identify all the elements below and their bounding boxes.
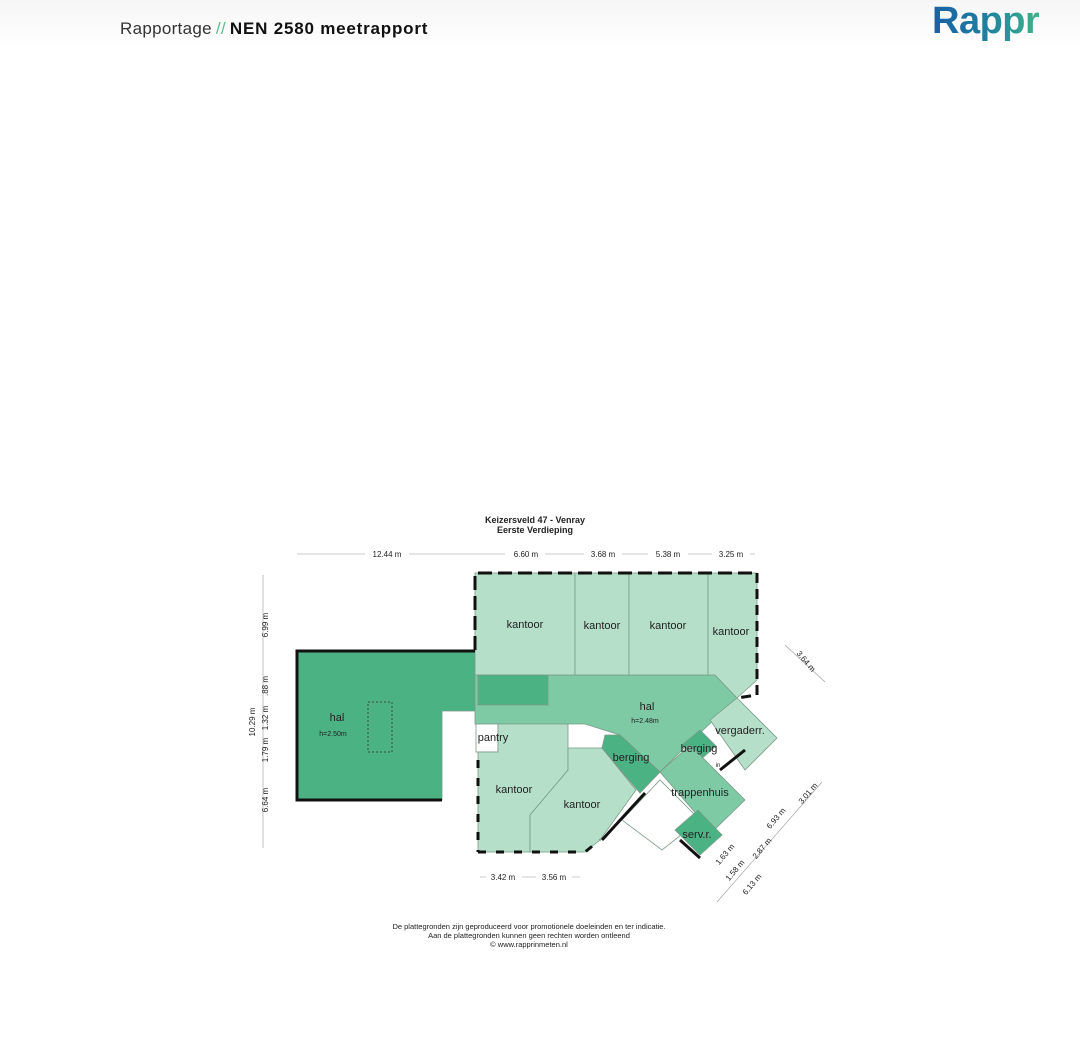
plan-subtitle: Eerste Verdieping xyxy=(497,525,573,535)
room-kantoor-2 xyxy=(574,572,630,676)
room-label-kantoor: kantoor xyxy=(496,784,533,796)
dim-left: 6.64 m xyxy=(261,787,270,812)
dim-right: 6.13 m xyxy=(741,872,764,897)
dim-right: 1.58 m xyxy=(724,858,747,883)
dim-right: 6.93 m xyxy=(765,806,788,831)
room-hal-left xyxy=(296,650,476,801)
room-kantoor-6 xyxy=(529,747,637,853)
plan-title: Keizersveld 47 - Venray xyxy=(485,515,585,525)
room-serv-r xyxy=(674,809,723,856)
report-header: Rapportage//NEN 2580 meetrapport Rappr xyxy=(0,0,1080,48)
room-label-vergaderr: vergaderr. xyxy=(715,725,765,737)
dim-top: 3.25 m xyxy=(719,550,744,559)
dim-right: 3.64 m xyxy=(795,649,818,674)
page-title: NEN 2580 meetrapport xyxy=(229,19,429,38)
dim-left: .88 m xyxy=(261,676,270,696)
room-label-trappenhuis: trappenhuis xyxy=(671,787,729,799)
breadcrumb: Rapportage//NEN 2580 meetrapport xyxy=(120,19,428,39)
room-label-kantoor: kantoor xyxy=(713,626,750,638)
dim-top: 3.68 m xyxy=(591,550,616,559)
room-kantoor-3 xyxy=(628,572,709,676)
breadcrumb-section[interactable]: Rapportage xyxy=(120,19,212,38)
room-label-hal: hal xyxy=(640,701,655,713)
dim-right: 3.01 m xyxy=(797,781,820,806)
room-label-hal: hal xyxy=(330,712,345,724)
disclaimer-line: Aan de plattegronden kunnen geen rechten… xyxy=(428,931,630,940)
disclaimer-line: © www.rapprinmeten.nl xyxy=(490,940,568,949)
room-label-kantoor: kantoor xyxy=(564,799,601,811)
room-label-kantoor: kantoor xyxy=(650,620,687,632)
dim-left: 1.79 m xyxy=(261,737,270,762)
room-label-kantoor: kantoor xyxy=(584,620,621,632)
room-berging xyxy=(601,734,661,794)
room-label-in: in xyxy=(716,763,721,769)
dim-top: 12.44 m xyxy=(373,550,402,559)
room-toilets xyxy=(477,674,549,706)
disclaimer-line: De plattegronden zijn geproduceerd voor … xyxy=(392,922,665,931)
dim-bottom: 3.56 m xyxy=(542,873,567,882)
room-height: h=2.48m xyxy=(631,718,659,725)
breadcrumb-separator: // xyxy=(215,19,226,38)
dim-bottom: 3.42 m xyxy=(491,873,516,882)
room-label-berging: berging xyxy=(613,752,650,764)
walls xyxy=(295,571,759,860)
room-label-berging: berging xyxy=(681,743,718,755)
room-vergaderr xyxy=(709,697,778,771)
dim-right: 1.63 m xyxy=(714,842,737,867)
dim-top: 5.38 m xyxy=(656,550,681,559)
dim-right: 2.87 m xyxy=(751,836,774,861)
room-trappenhuis xyxy=(659,744,746,833)
dim-left: 6.99 m xyxy=(261,612,270,637)
rappr-logo: Rappr xyxy=(932,0,1040,42)
dim-top: 6.60 m xyxy=(514,550,539,559)
room-label-kantoor: kantoor xyxy=(507,619,544,631)
dim-left: 10.29 m xyxy=(248,707,257,736)
void-outline xyxy=(367,701,393,753)
room-label-serv-r: serv.r. xyxy=(682,829,711,841)
dim-left: 1.32 m xyxy=(261,705,270,730)
room-height: h=2.50m xyxy=(319,731,347,738)
room-label-pantry: pantry xyxy=(478,732,509,744)
